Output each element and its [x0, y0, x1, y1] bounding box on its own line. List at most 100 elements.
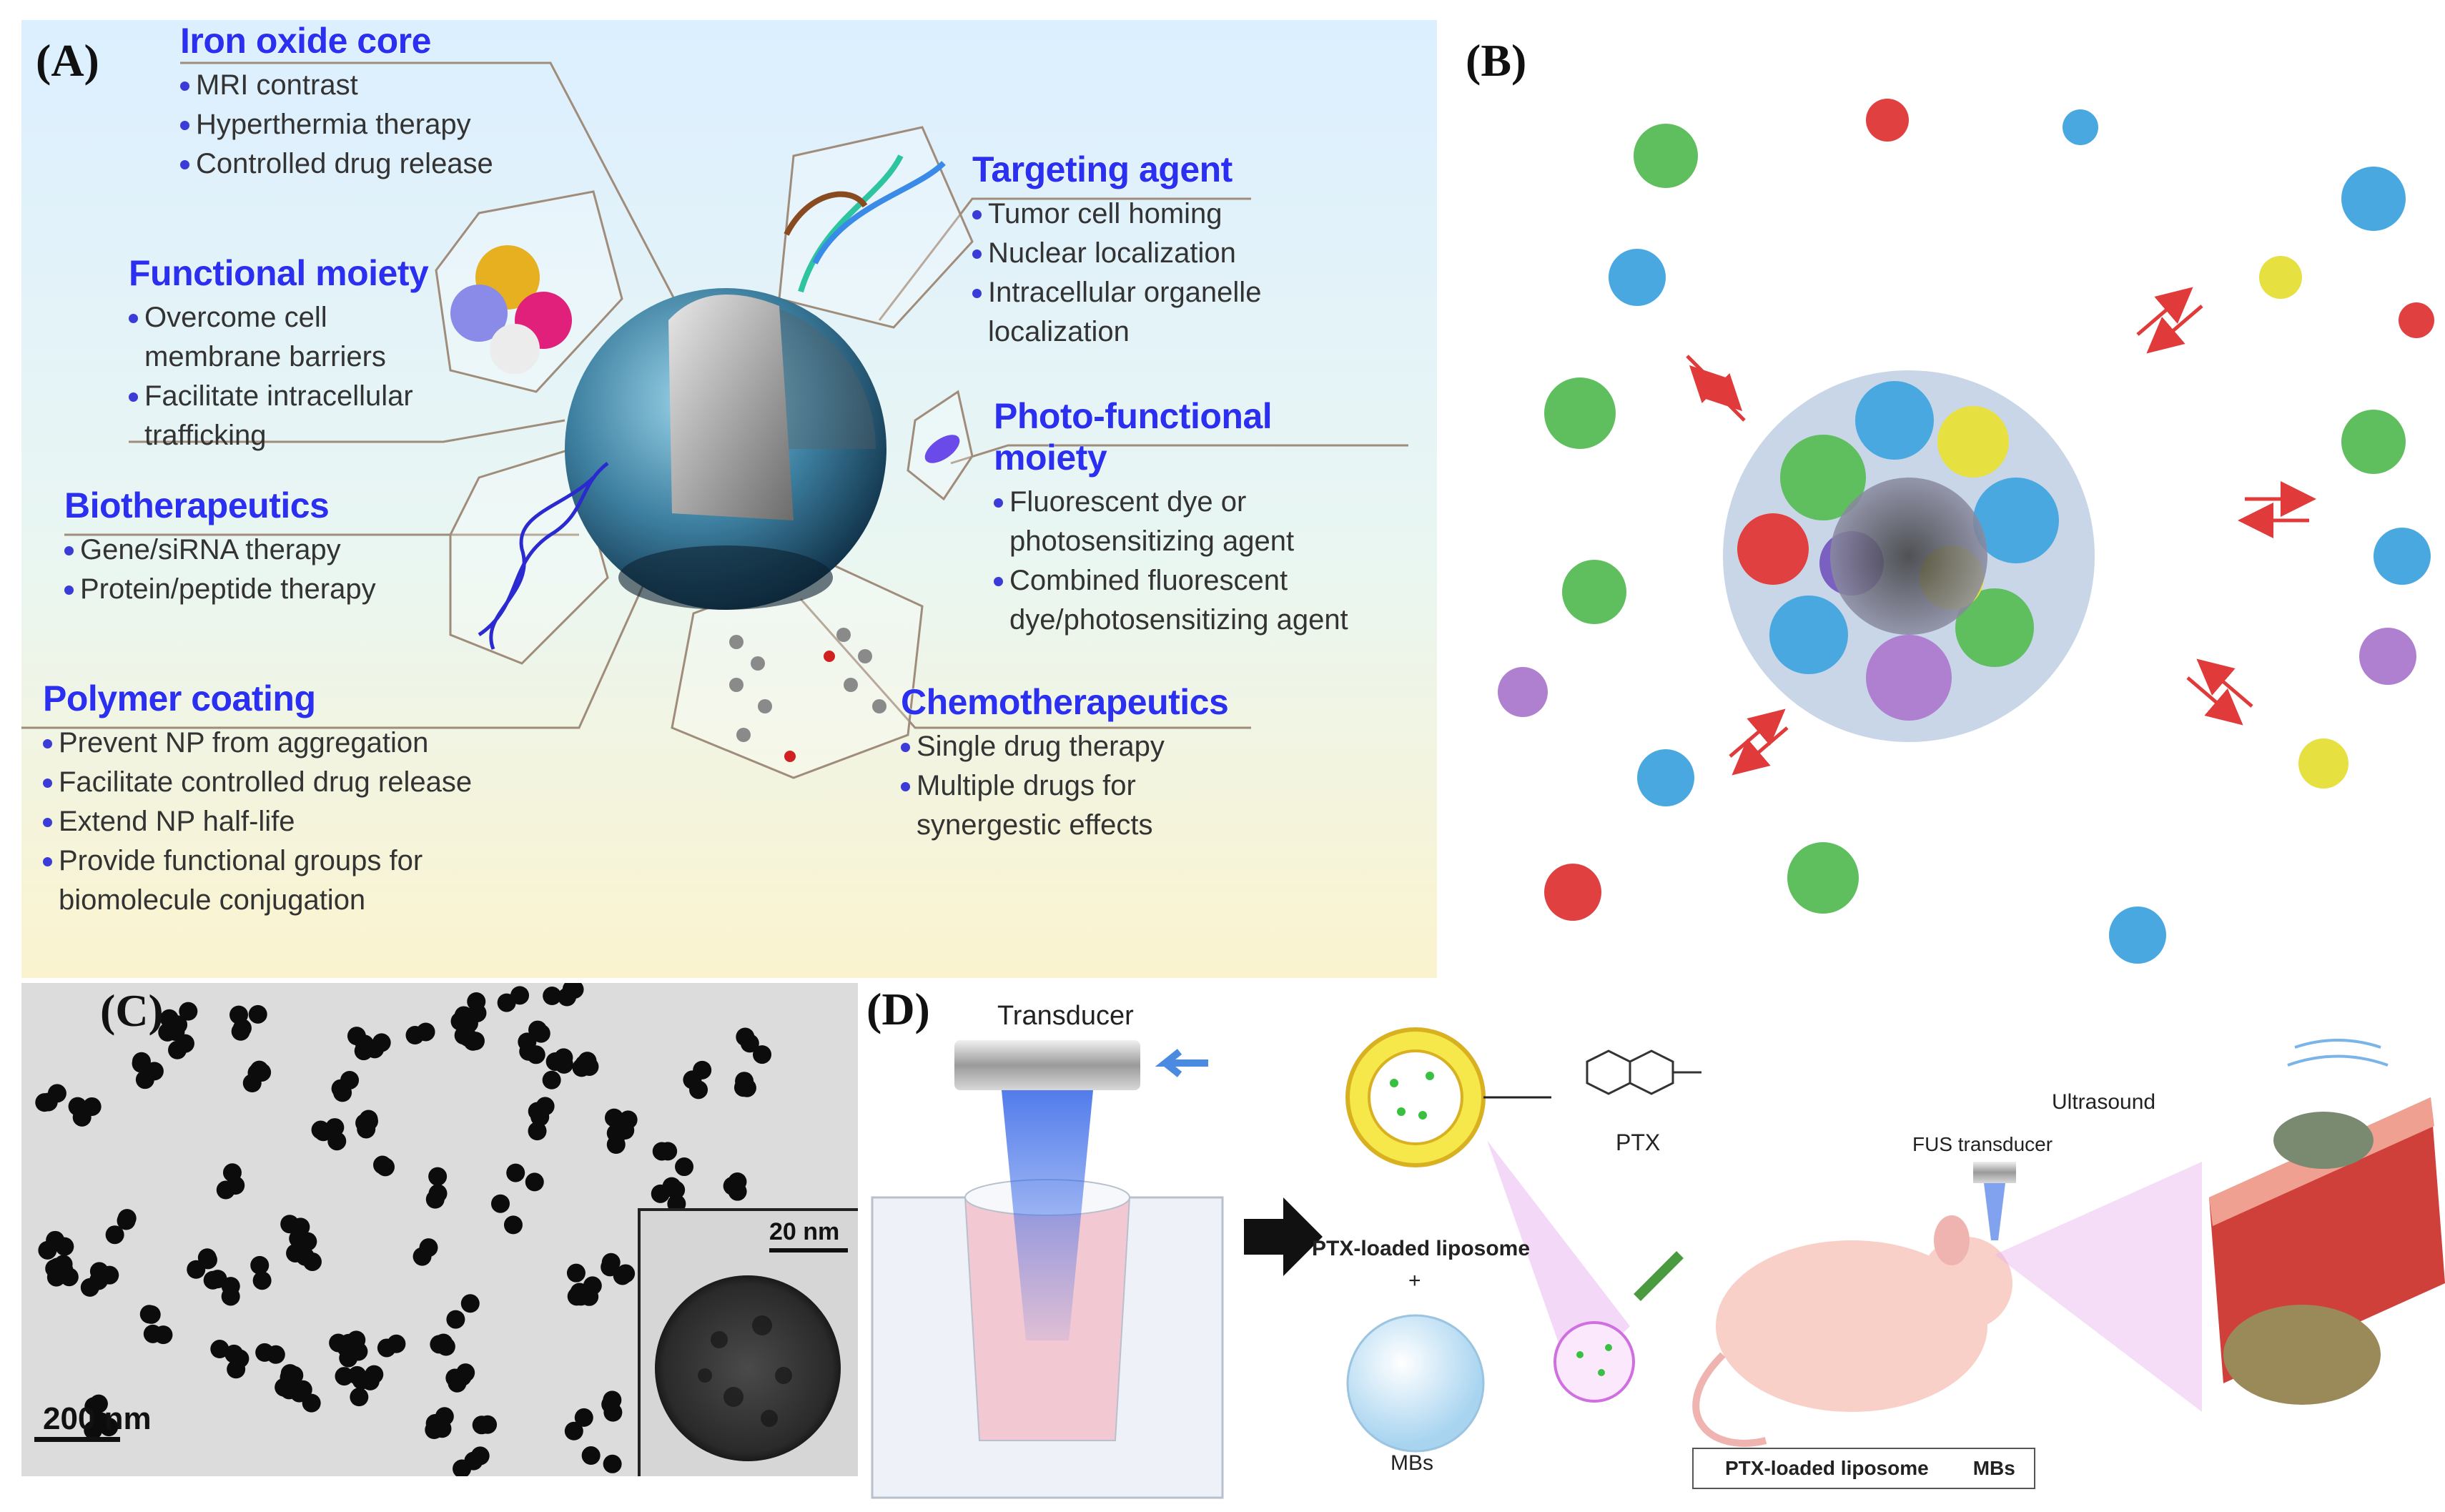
nanoparticle-dot	[135, 1070, 154, 1089]
nanoparticle-dot	[229, 1005, 249, 1024]
ultrasound-beam	[1001, 1083, 1094, 1340]
single-particle-image	[655, 1275, 841, 1461]
nanoparticle-dot	[506, 1163, 525, 1182]
nanoparticle-dot	[503, 1215, 523, 1235]
list-item: Extend NP half-life	[43, 802, 543, 841]
nanoparticle-dot	[84, 1397, 104, 1416]
nanoparticle-dot	[675, 1157, 694, 1177]
photo-functional-moiety-block: Photo-functional moiety Fluorescent dye …	[994, 395, 1394, 640]
syringe-icon	[1634, 1251, 1684, 1301]
nanoparticle-dot	[340, 1070, 360, 1089]
nanoparticle-dot	[574, 1408, 593, 1427]
nanoparticle-dot	[372, 1033, 391, 1052]
photo-functional-molecule	[924, 435, 960, 463]
nanoparticle-dot	[428, 1167, 448, 1186]
nanoparticle-dot	[554, 1048, 573, 1067]
iron-oxide-core-title: Iron oxide core	[180, 21, 431, 61]
iron-oxide-core-block: Iron oxide core MRI contrast Hyperthermi…	[180, 20, 493, 184]
nanoparticle-dot	[528, 1122, 547, 1141]
blood-vessel-icon	[2209, 1097, 2445, 1405]
biotherapeutics-block: Biotherapeutics Gene/siRNA therapy Prote…	[64, 485, 376, 609]
blue-arrow-icon	[1155, 1049, 1208, 1077]
nanoparticle-dot	[92, 1412, 111, 1431]
nanoparticle-dot	[405, 1025, 425, 1044]
nanoparticle-dot	[80, 1278, 99, 1297]
nanoparticle-dot	[425, 1190, 445, 1209]
nanoparticle-dot	[736, 1027, 755, 1047]
nanoparticle-dot	[247, 1063, 267, 1082]
list-item: MRI contrast	[180, 66, 493, 105]
nanoparticle-dot	[203, 1270, 222, 1290]
nanoparticle-dot	[723, 1176, 742, 1195]
nanoparticle-dot	[295, 1247, 315, 1266]
main-scale-label: 200 nm	[43, 1401, 152, 1436]
nanoparticle-core	[1830, 478, 1987, 635]
nanoparticle-dot	[227, 1360, 246, 1379]
chemotherapeutics-block: Chemotherapeutics Single drug therapy Mu…	[901, 681, 1273, 845]
nanoparticle-dot	[543, 987, 562, 1006]
list-item: Overcome cell membrane barriers	[129, 298, 465, 377]
panel-a-illustration	[21, 61, 1408, 779]
panel-a-nanoparticle-diagram: (A) Iron oxide core MRI contrast Hyperth…	[21, 20, 1437, 978]
nanoparticle-dot	[490, 1194, 510, 1213]
iron-oxide-core-cutaway	[668, 295, 794, 520]
nanoparticle-dot	[652, 1142, 671, 1161]
tem-particle-field	[35, 983, 772, 1476]
nanoparticle-dot	[187, 1260, 206, 1279]
inset-scale-bar	[769, 1248, 848, 1252]
nanoparticle-dot	[531, 1024, 550, 1043]
nanoparticle-dot	[357, 1120, 376, 1139]
nanoparticle-dot	[734, 1078, 753, 1097]
nanoparticle-dot	[250, 1255, 270, 1275]
nanoparticle-dot	[105, 1225, 124, 1245]
nanoparticle-dot	[360, 1371, 380, 1390]
nanoparticle-dot	[530, 1106, 549, 1125]
chemotherapeutics-title: Chemotherapeutics	[901, 682, 1229, 722]
nanoparticle-dot	[564, 1421, 583, 1441]
list-item: Hyperthermia therapy	[180, 105, 493, 144]
nanoparticle-dot	[603, 1454, 622, 1473]
nanoparticle-dot	[583, 1276, 602, 1295]
nanoparticle-dot	[82, 1097, 102, 1116]
ptx-structure	[1586, 1049, 1701, 1095]
liposome-label: PTX-loaded liposome	[1312, 1237, 1531, 1260]
targeting-agent-title: Targeting agent	[972, 149, 1233, 189]
nanoparticle-dot	[472, 1415, 491, 1435]
exchange-arrows	[1686, 287, 2316, 776]
functional-moiety-block: Functional moiety Overcome cell membrane…	[129, 252, 465, 455]
nanoparticle-dot	[350, 1388, 369, 1407]
nanoparticle-dot	[460, 1294, 480, 1313]
panel-c-label: (C)	[100, 985, 164, 1036]
nanoparticle-dot	[651, 1184, 670, 1203]
nanoparticle-dot	[179, 1002, 198, 1021]
nanoparticle-dot	[339, 1348, 358, 1368]
functional-moiety-title: Functional moiety	[129, 253, 429, 293]
nanoparticle-dot	[603, 1390, 622, 1410]
chemotherapeutic-molecules	[729, 628, 886, 762]
dna-helix	[478, 462, 609, 650]
nanoparticle-dot	[454, 1026, 473, 1045]
list-item: Nuclear localization	[972, 234, 1308, 273]
nanoparticle-dot	[291, 1217, 310, 1237]
nanoparticle-dot	[252, 1271, 272, 1290]
list-item: Gene/siRNA therapy	[64, 530, 376, 570]
nanoparticle-dot	[613, 1266, 632, 1285]
list-item: Protein/peptide therapy	[64, 570, 376, 609]
process-arrow-icon	[1244, 1197, 1323, 1276]
list-item: Tumor cell homing	[972, 194, 1308, 234]
nanoparticle-dot	[566, 1263, 586, 1283]
panel-d-label: (D)	[866, 984, 930, 1034]
protein-corona-illustration	[1498, 99, 2434, 964]
panel-a-label: (A)	[36, 35, 99, 86]
legend-mbs: MBs	[1972, 1457, 2015, 1479]
photo-functional-moiety-title: Photo-functional moiety	[994, 396, 1273, 478]
nanoparticle-dot	[558, 987, 577, 1007]
nanoparticle-dot	[54, 1255, 73, 1274]
nanoparticle-dot	[436, 1337, 455, 1356]
nanoparticle-dot	[329, 1333, 348, 1353]
targeting-agent-block: Targeting agent Tumor cell homing Nuclea…	[972, 149, 1308, 352]
list-item: Provide functional groups for biomolecul…	[43, 841, 543, 920]
fus-transducer-icon	[1973, 1162, 2016, 1183]
panel-c-tem-image: (C) 200 nm 20 nm	[21, 983, 858, 1476]
polymer-coating-block: Polymer coating Prevent NP from aggregat…	[43, 678, 543, 920]
